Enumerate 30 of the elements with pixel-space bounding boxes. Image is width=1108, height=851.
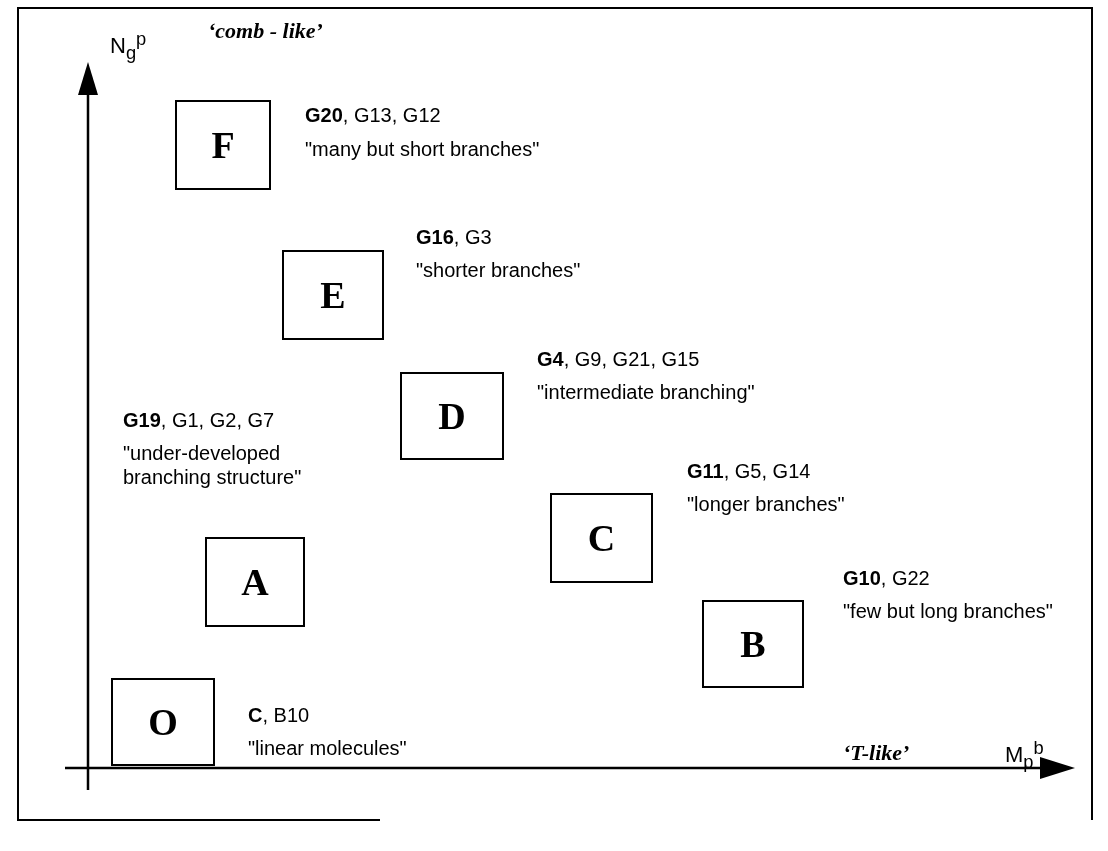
branch-description: "many but short branches" xyxy=(305,137,540,161)
box-letter: A xyxy=(241,560,269,604)
letter-box xyxy=(702,600,804,688)
group-list: G20, G13, G12 xyxy=(305,103,441,127)
box-letter: E xyxy=(320,273,346,317)
group-list: G10, G22 xyxy=(843,566,930,590)
letter-box xyxy=(400,372,504,460)
group-list: C, B10 xyxy=(248,703,310,727)
branch-description: "linear molecules" xyxy=(248,736,407,760)
box-letter: F xyxy=(211,123,235,167)
group-list: G19, G1, G2, G7 xyxy=(123,408,275,432)
box-letter: O xyxy=(148,700,178,744)
group-list: G16, G3 xyxy=(416,225,492,249)
branch-description: "shorter branches" xyxy=(416,258,581,282)
box-letter: B xyxy=(740,622,766,666)
branch-description: "few but long branches" xyxy=(843,599,1053,623)
letter-box xyxy=(111,678,215,766)
region-label: ‘T-like’ xyxy=(843,740,910,766)
box-letter: D xyxy=(438,394,466,438)
branch-description: "under-developed branching structure" xyxy=(123,441,303,489)
letter-box xyxy=(175,100,271,190)
group-list: G4, G9, G21, G15 xyxy=(537,347,700,371)
letter-box xyxy=(550,493,653,583)
box-letter: C xyxy=(587,516,616,560)
letter-box xyxy=(282,250,384,340)
group-list: G11, G5, G14 xyxy=(687,459,811,483)
branch-description: "longer branches" xyxy=(687,492,845,516)
letter-box xyxy=(205,537,305,627)
branch-description: "intermediate branching" xyxy=(537,380,755,404)
region-label: ‘comb - like’ xyxy=(208,18,323,44)
